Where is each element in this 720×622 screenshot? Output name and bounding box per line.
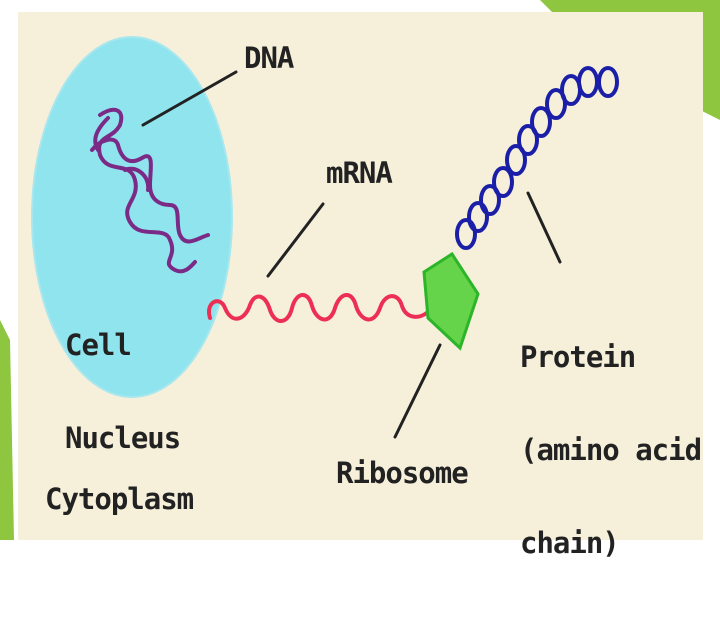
protein-synthesis-diagram	[31, 36, 619, 439]
cell-nucleus-label: Cell Nucleus	[65, 268, 181, 516]
protein-chain	[455, 66, 619, 250]
cell-nucleus	[31, 36, 233, 398]
protein-pointer	[526, 191, 562, 264]
mrna-strand	[207, 293, 448, 323]
protein-label-line: chain)	[520, 526, 620, 560]
mrna-pointer	[266, 202, 325, 278]
ribosome-pointer	[393, 343, 442, 439]
dna-pointer	[141, 70, 238, 127]
ribosome	[422, 251, 480, 351]
slide: DNA mRNA Cell Nucleus Protein (amino aci…	[0, 0, 720, 559]
cell-nucleus-label-line: Cell	[65, 328, 132, 362]
dna-helix	[90, 107, 210, 274]
protein-label: Protein (amino acid chain)	[520, 280, 702, 621]
cell-nucleus-label-line: Nucleus	[65, 421, 181, 455]
mrna-label: mRNA	[326, 156, 393, 190]
corner-accent-bottom-left	[0, 320, 14, 540]
cytoplasm-label: Cytoplasm	[45, 482, 194, 516]
protein-label-line: (amino acid	[520, 433, 702, 467]
ribosome-label: Ribosome	[336, 456, 469, 490]
dna-label: DNA	[244, 41, 294, 75]
protein-label-line: Protein	[520, 340, 636, 374]
